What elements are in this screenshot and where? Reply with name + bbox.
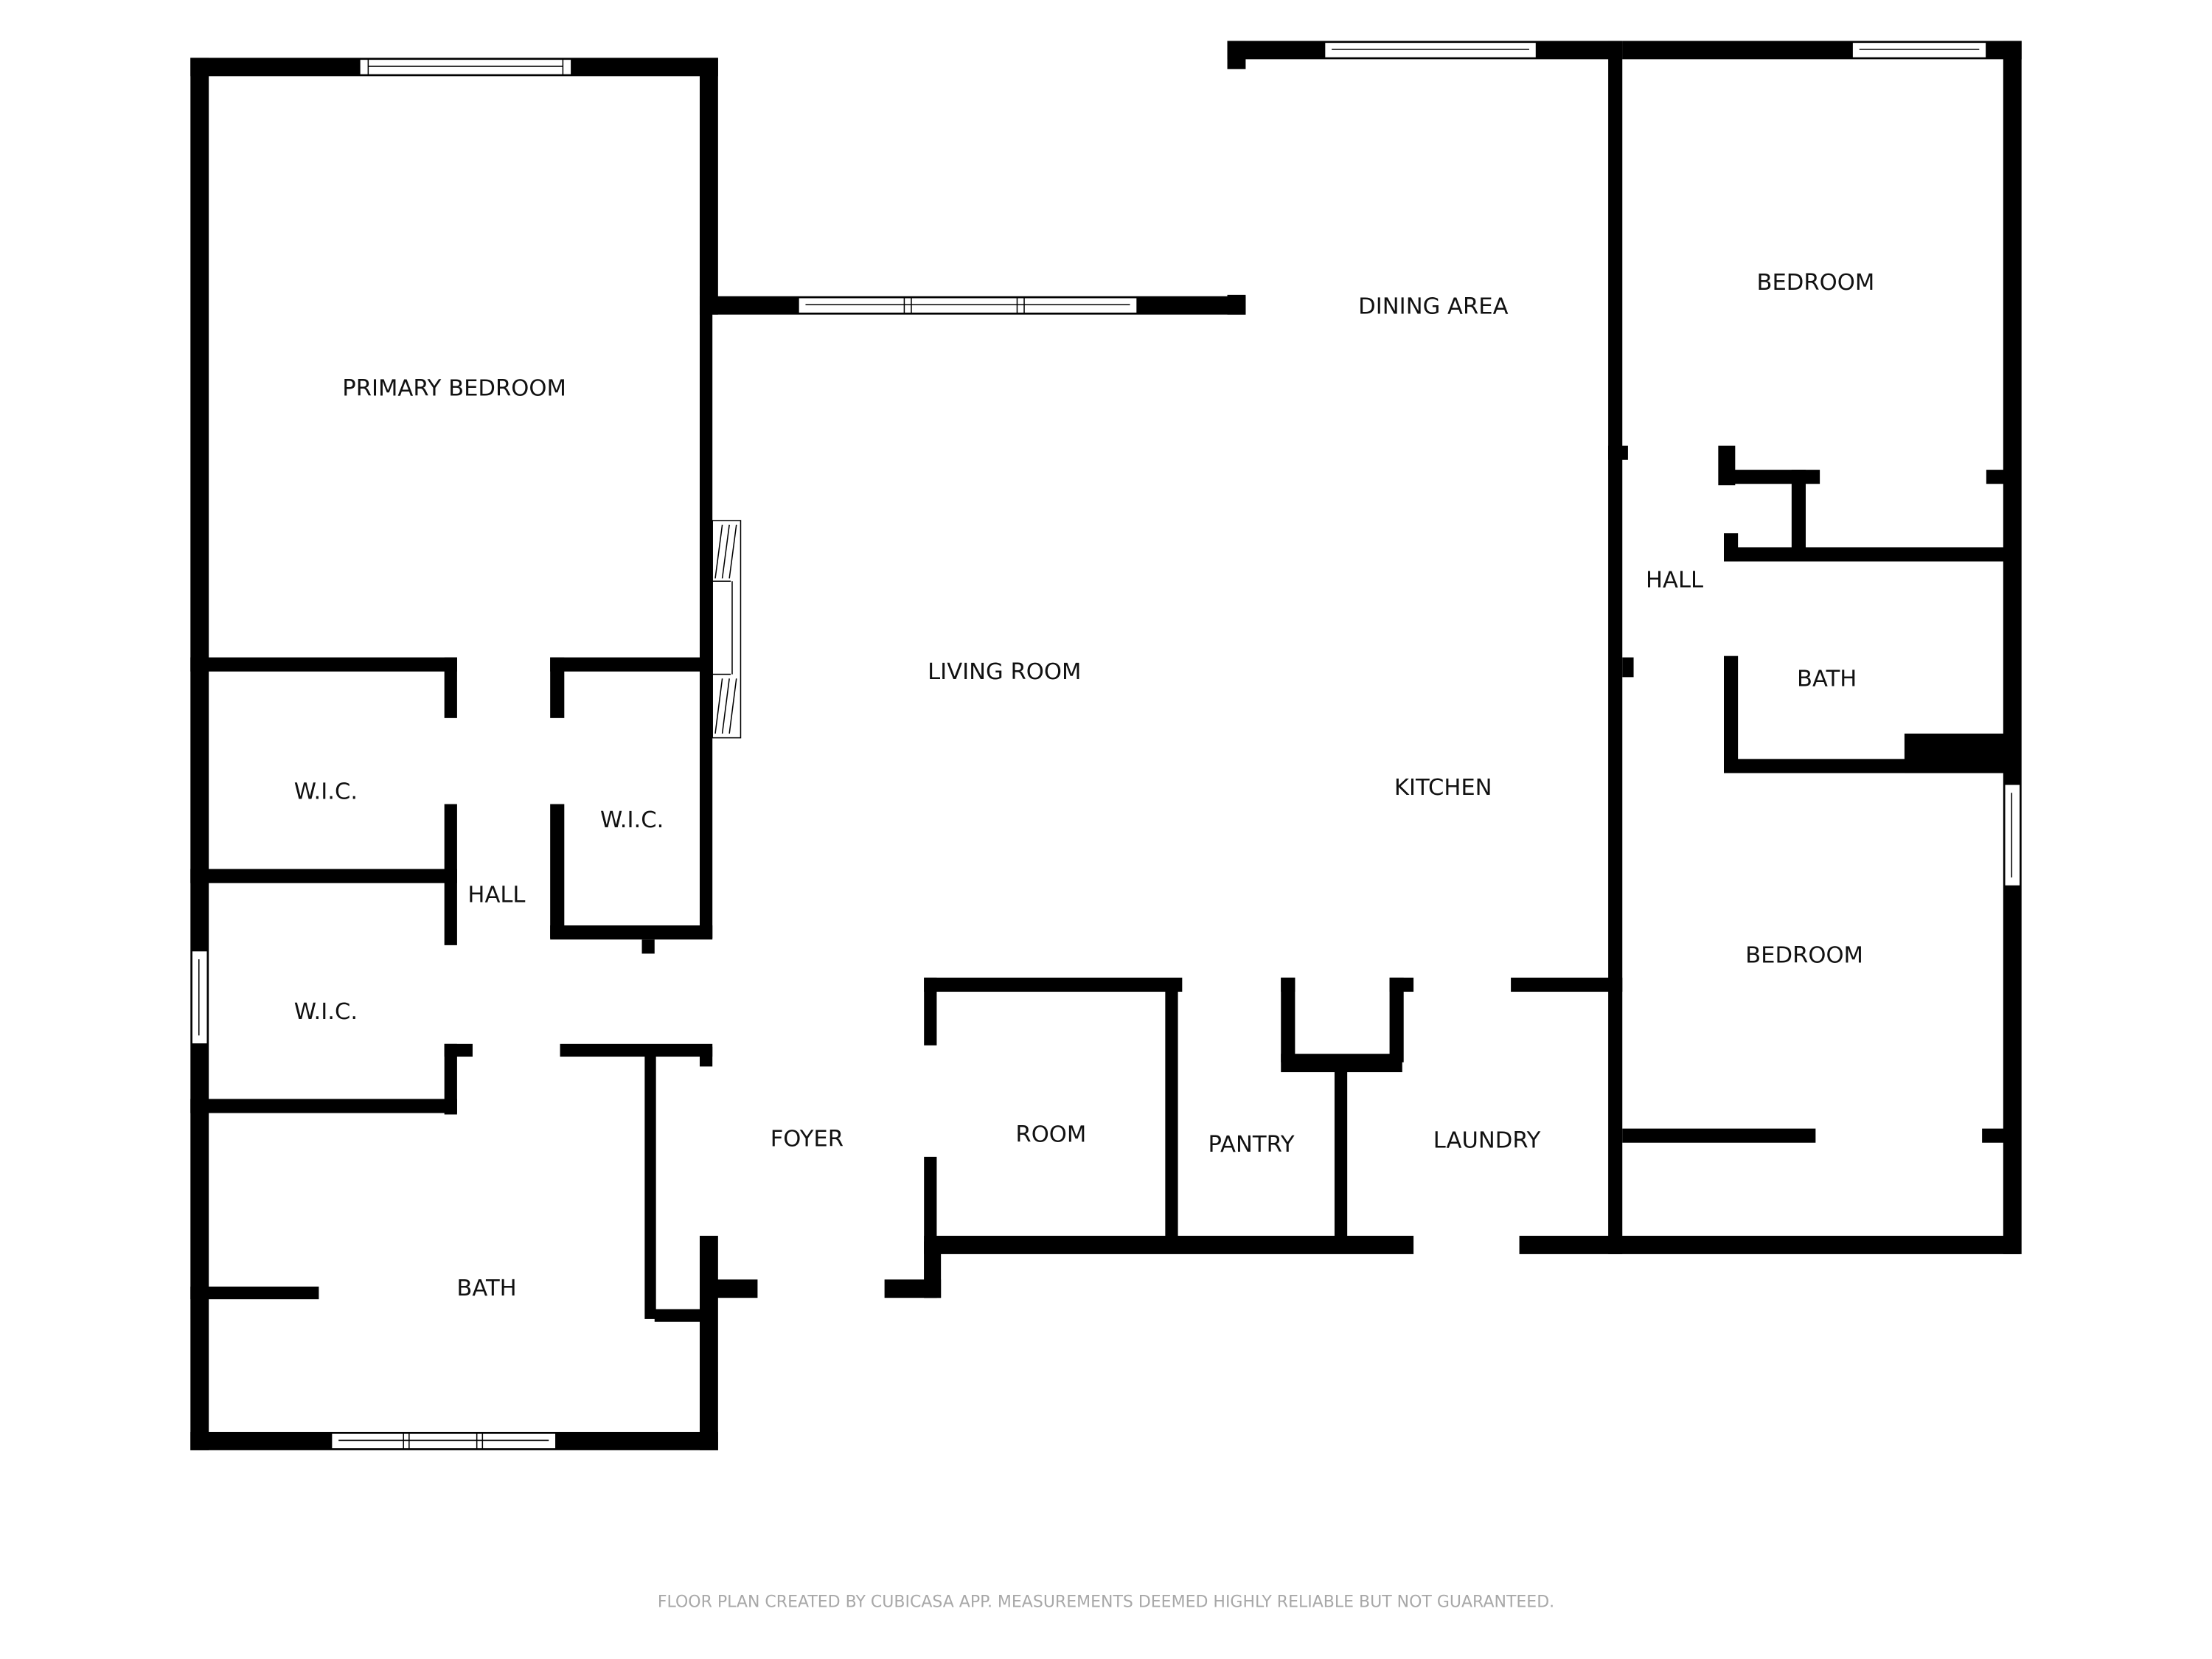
label-pantry: PANTRY <box>1208 1132 1295 1158</box>
windows-center <box>798 41 1537 314</box>
window <box>359 58 572 76</box>
label-wic-1: W.I.C. <box>294 779 358 805</box>
label-bath-primary: BATH <box>456 1276 516 1301</box>
label-hall-east: HALL <box>1646 568 1703 594</box>
room-labels: PRIMARY BEDROOM LIVING ROOM DINING AREA … <box>294 270 1874 1301</box>
label-laundry: LAUNDRY <box>1433 1127 1541 1153</box>
label-kitchen: KITCHEN <box>1394 775 1492 801</box>
label-wic-2: W.I.C. <box>294 999 358 1025</box>
label-wic-3: W.I.C. <box>600 807 664 833</box>
label-primary-bedroom: PRIMARY BEDROOM <box>342 376 566 402</box>
window <box>1324 41 1537 59</box>
label-bedroom-north: BEDROOM <box>1756 270 1874 296</box>
windows-west-wing <box>191 58 572 1450</box>
window <box>330 1433 557 1450</box>
window <box>798 296 1138 314</box>
label-dining-area: DINING AREA <box>1358 294 1508 320</box>
walls-east-wing <box>1608 41 2022 1254</box>
walls-west-wing <box>190 58 718 1450</box>
window <box>191 950 209 1045</box>
footer-disclaimer: FLOOR PLAN CREATED BY CUBICASA APP. MEAS… <box>658 1593 1554 1611</box>
label-living-room: LIVING ROOM <box>928 659 1081 685</box>
label-bath-east: BATH <box>1797 667 1857 692</box>
fireplace <box>712 520 742 739</box>
label-foyer: FOYER <box>771 1126 844 1152</box>
label-hall-west: HALL <box>467 882 525 908</box>
window <box>1851 41 1987 59</box>
label-room: ROOM <box>1015 1122 1086 1148</box>
windows-east-wing <box>1851 41 2021 887</box>
label-bedroom-south: BEDROOM <box>1745 943 1863 969</box>
window <box>2003 784 2021 887</box>
